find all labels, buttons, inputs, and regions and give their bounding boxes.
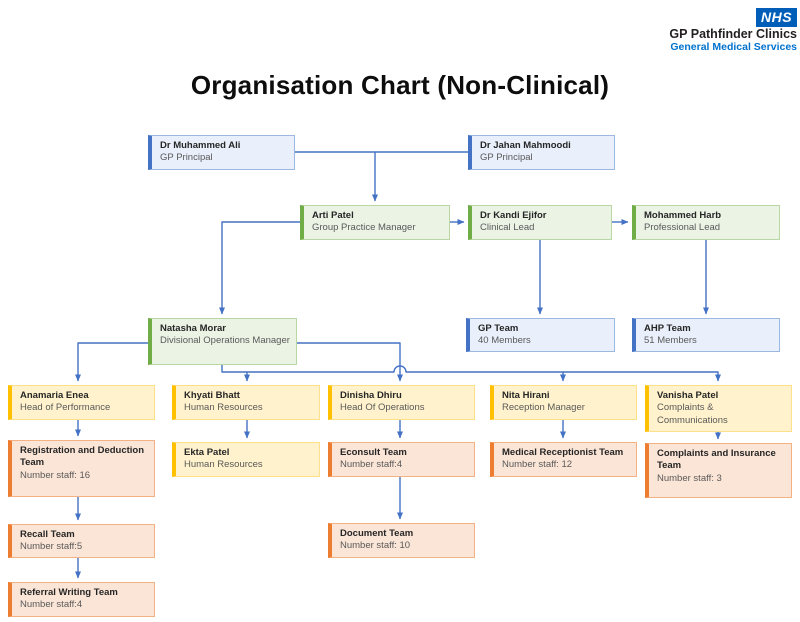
node-name: Recall Team [20, 529, 75, 540]
node-role: Professional Lead [644, 222, 721, 234]
node-role: GP Principal [480, 152, 533, 164]
org-node-recall-team: Recall Team Number staff:5 [8, 524, 155, 558]
org-node-khyati-bhatt: Khyati Bhatt Human Resources [172, 385, 320, 420]
node-role: Number staff: 12 [502, 459, 573, 471]
org-node-nita-hirani: Nita Hirani Reception Manager [490, 385, 637, 420]
node-role: Number staff: 3 [657, 472, 722, 484]
node-name: Dr Kandi Ejifor [480, 210, 547, 221]
org-node-dr-jahan-mahmoodi: Dr Jahan Mahmoodi GP Principal [468, 135, 615, 170]
org-node-dr-kandi-ejifor: Dr Kandi Ejifor Clinical Lead [468, 205, 612, 240]
node-name: GP Team [478, 323, 519, 334]
org-node-gp-team: GP Team 40 Members [466, 318, 615, 352]
org-node-dinisha-dhiru: Dinisha Dhiru Head Of Operations [328, 385, 475, 420]
node-role: Reception Manager [502, 402, 585, 414]
node-name: Document Team [340, 528, 414, 539]
node-name: Khyati Bhatt [184, 390, 240, 401]
org-node-anamaria-enea: Anamaria Enea Head of Performance [8, 385, 155, 420]
node-name: AHP Team [644, 323, 691, 334]
org-node-dr-muhammed-ali: Dr Muhammed Ali GP Principal [148, 135, 295, 170]
org-node-natasha-morar: Natasha Morar Divisional Operations Mana… [148, 318, 297, 365]
node-role: Number staff: 16 [20, 469, 91, 481]
node-role: Number staff:5 [20, 541, 83, 553]
node-name: Arti Patel [312, 210, 354, 221]
node-role: Head of Performance [20, 402, 111, 414]
org-node-registration-and-deduction-team: Registration and Deduction Team Number s… [8, 440, 155, 497]
node-role: Human Resources [184, 402, 263, 414]
node-role: Clinical Lead [480, 222, 535, 234]
org-node-mohammed-harb: Mohammed Harb Professional Lead [632, 205, 780, 240]
page-title: Organisation Chart (Non-Clinical) [190, 70, 610, 100]
node-name: Dinisha Dhiru [340, 390, 402, 401]
nhs-header: NHS GP Pathfinder Clinics General Medica… [669, 8, 797, 53]
node-name: Nita Hirani [502, 390, 550, 401]
node-name: Mohammed Harb [644, 210, 722, 221]
node-role: 51 Members [644, 335, 697, 347]
org-node-arti-patel: Arti Patel Group Practice Manager [300, 205, 450, 240]
org-node-referral-writing-team: Referral Writing Team Number staff:4 [8, 582, 155, 617]
node-role: Human Resources [184, 459, 263, 471]
node-name: Econsult Team [340, 447, 407, 458]
node-name: Anamaria Enea [20, 390, 89, 401]
node-name: Vanisha Patel [657, 390, 719, 401]
organisation-subtitle: General Medical Services [670, 40, 797, 53]
org-node-vanisha-patel: Vanisha Patel Complaints & Communication… [645, 385, 792, 432]
node-role: Complaints & Communications [657, 402, 728, 426]
node-name: Natasha Morar [160, 323, 226, 334]
node-role: Number staff:4 [340, 459, 403, 471]
node-role: Divisional Operations Manager [160, 335, 290, 347]
org-node-ahp-team: AHP Team 51 Members [632, 318, 780, 352]
node-name: Referral Writing Team [20, 587, 118, 598]
node-role: GP Principal [160, 152, 213, 164]
node-name: Medical Receptionist Team [502, 447, 624, 458]
node-name: Dr Jahan Mahmoodi [480, 140, 571, 151]
nhs-logo: NHS [756, 8, 797, 27]
org-node-ekta-patel: Ekta Patel Human Resources [172, 442, 320, 477]
node-name: Registration and Deduction Team [20, 445, 145, 469]
node-name: Dr Muhammed Ali [160, 140, 241, 151]
node-role: Number staff:4 [20, 599, 83, 611]
organisation-name: GP Pathfinder Clinics [669, 27, 797, 41]
org-node-document-team: Document Team Number staff: 10 [328, 523, 475, 558]
org-node-medical-receptionist-team: Medical Receptionist Team Number staff: … [490, 442, 637, 477]
node-role: Head Of Operations [340, 402, 425, 414]
org-node-econsult-team: Econsult Team Number staff:4 [328, 442, 475, 477]
org-node-complaints-and-insurance-team: Complaints and Insurance Team Number sta… [645, 443, 792, 498]
node-role: Number staff: 10 [340, 540, 411, 552]
node-role: Group Practice Manager [312, 222, 416, 234]
node-name: Ekta Patel [184, 447, 230, 458]
node-name: Complaints and Insurance Team [657, 448, 776, 472]
node-role: 40 Members [478, 335, 531, 347]
